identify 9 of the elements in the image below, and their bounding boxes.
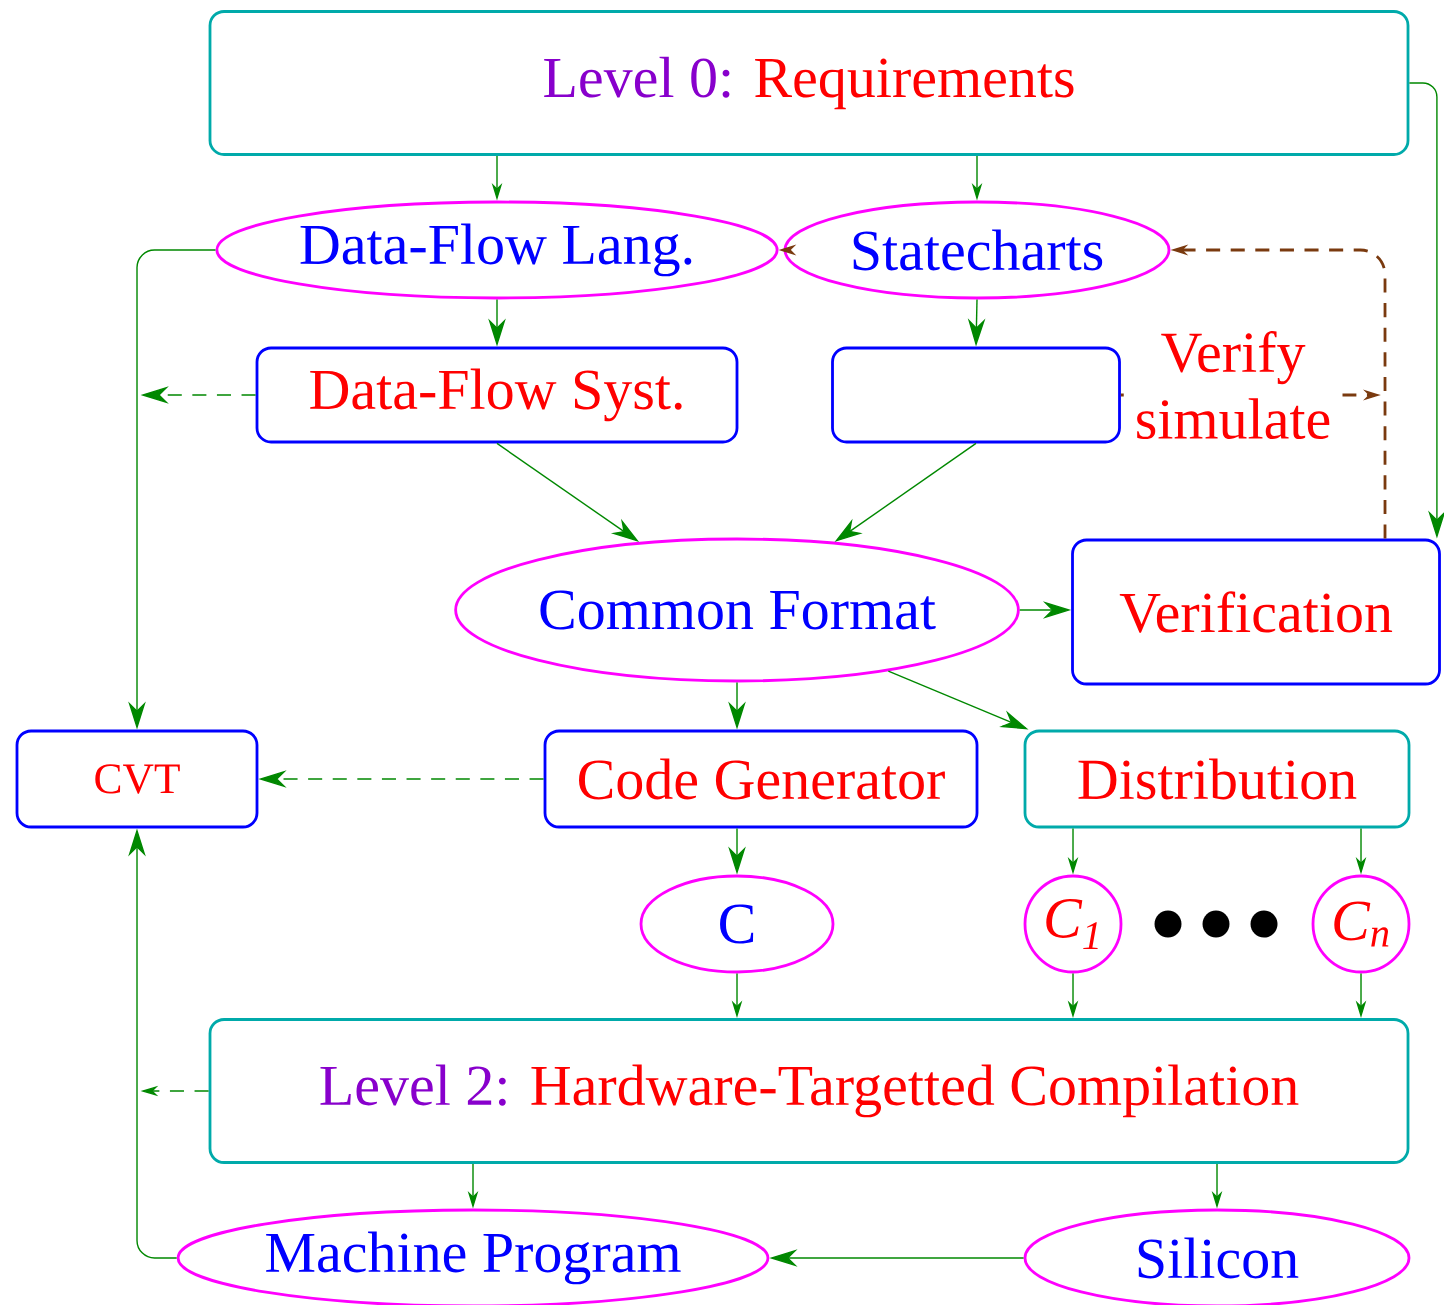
process-box: Level 0: Requirements — [208, 10, 1410, 156]
process-box: Code Generator — [543, 729, 979, 829]
process-box — [831, 346, 1121, 444]
process-box: Data-Flow Syst. — [255, 346, 739, 444]
edge-label: Verify simulate — [1123, 329, 1343, 441]
process-box: Level 2: Hardware-Targetted Compilation — [208, 1018, 1410, 1164]
process-box: Distribution — [1023, 729, 1411, 829]
process-box: Verification — [1071, 538, 1441, 686]
process-box: CVT — [15, 729, 259, 829]
